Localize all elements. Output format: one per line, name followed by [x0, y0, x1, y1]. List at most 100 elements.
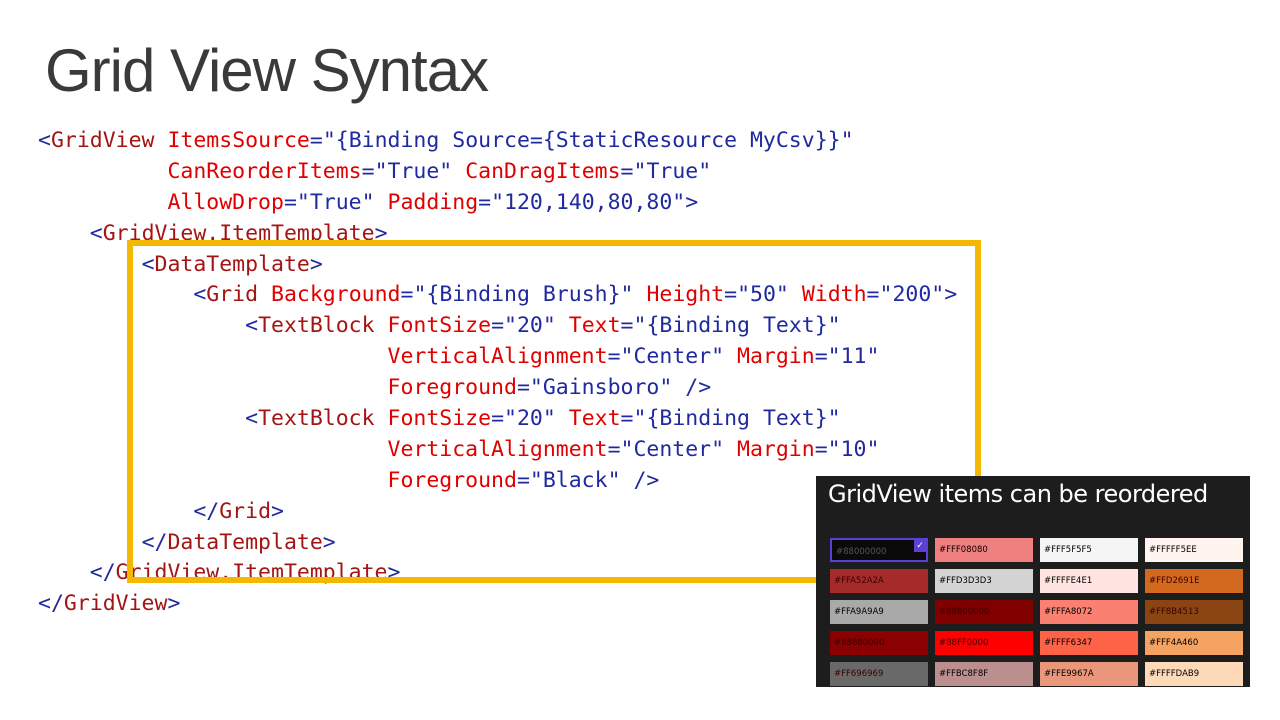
color-tile[interactable]: #FFFA8072 [1040, 600, 1138, 624]
code-element-name: Grid [219, 498, 272, 524]
code-indent [634, 282, 647, 307]
color-tile[interactable]: #FF8B4513 [1145, 600, 1243, 624]
color-tile[interactable]: #FFD2691E [1145, 569, 1243, 593]
code-attribute-value: "{Binding Text}" [633, 406, 841, 432]
color-tile[interactable]: #FF696969 [830, 662, 928, 686]
code-bracket: </ [89, 560, 116, 586]
color-tile[interactable]: #FFA9A9A9 [830, 600, 928, 624]
color-tile-label: #FF8B4513 [1149, 607, 1199, 617]
code-line: CanReorderItems="True" CanDragItems="Tru… [38, 157, 957, 188]
color-tile-label: #88FF0000 [939, 638, 989, 648]
code-element-name: TextBlock [258, 313, 375, 339]
code-equals-sign: = [478, 189, 492, 215]
code-attribute-name: Height [646, 282, 725, 308]
code-attribute-name: Background [271, 282, 401, 308]
code-indent [38, 499, 193, 524]
code-element-name: GridView.ItemTemplate [102, 220, 375, 246]
color-tile-label: #FFBC8F8F [939, 669, 989, 679]
code-attribute-value: "200" [879, 282, 945, 308]
color-tile[interactable]: #FFFFDAB9 [1145, 662, 1243, 686]
slide-title: Grid View Syntax [45, 37, 489, 104]
color-tile[interactable]: #FFFFE4E1 [1040, 569, 1138, 593]
code-indent [258, 282, 271, 307]
code-bracket: </ [193, 498, 220, 524]
code-line: <TextBlock FontSize="20" Text="{Binding … [38, 404, 957, 435]
code-equals-sign: = [620, 313, 634, 339]
code-indent [724, 344, 737, 369]
code-bracket: </ [141, 529, 168, 555]
color-tile[interactable]: #FFE9967A [1040, 662, 1138, 686]
code-equals-sign: = [516, 467, 530, 493]
code-equals-sign: = [361, 158, 375, 184]
code-line: Foreground="Gainsboro" /> [38, 373, 957, 404]
code-element-name: GridView [63, 591, 168, 617]
code-attribute-value: "True" [296, 189, 375, 215]
code-attribute-value: "Black" [529, 467, 621, 493]
code-indent [556, 406, 569, 431]
code-equals-sign: = [866, 282, 880, 308]
demo-title: GridView items can be reordered [828, 480, 1208, 508]
color-tile[interactable]: #FFF5F5F5 [1040, 538, 1138, 562]
code-attribute-name: Foreground [387, 375, 517, 401]
code-bracket: /> [633, 467, 660, 493]
code-attribute-value: "{Binding Text}" [633, 313, 841, 339]
code-bracket: > [387, 560, 401, 586]
code-attribute-name: Width [801, 282, 867, 308]
color-tile[interactable]: #88FF0000 [935, 631, 1033, 655]
code-element-name: TextBlock [258, 406, 375, 432]
code-attribute-name: VerticalAlignment [387, 344, 608, 370]
code-element-name: GridView [50, 128, 155, 153]
code-indent [38, 252, 142, 277]
code-attribute-name: ItemsSource [167, 128, 310, 153]
code-indent [724, 437, 737, 462]
color-tile[interactable]: #88800000 [935, 600, 1033, 624]
code-bracket: > [167, 591, 181, 617]
code-equals-sign: = [283, 189, 297, 215]
code-indent [38, 282, 193, 307]
code-equals-sign: = [607, 344, 621, 370]
code-bracket: > [374, 220, 388, 246]
code-bracket: /> [685, 375, 712, 401]
code-attribute-value: "10" [827, 436, 880, 462]
color-tile[interactable]: #88000000✓ [830, 538, 928, 562]
color-tile-label: #FFFFDAB9 [1149, 669, 1200, 679]
code-equals-sign: = [814, 344, 828, 370]
code-attribute-value: "11" [827, 344, 880, 370]
code-equals-sign: = [620, 406, 634, 432]
code-element-name: DataTemplate [167, 529, 323, 555]
color-tile-label: #FFE9967A [1044, 669, 1094, 679]
color-tile[interactable]: #FFBC8F8F [935, 662, 1033, 686]
code-bracket: > [271, 498, 284, 524]
color-tile[interactable]: #FFF08080 [935, 538, 1033, 562]
color-tile-label: #FFF5F5F5 [1044, 545, 1092, 555]
color-tile[interactable]: #FFA52A2A [830, 569, 928, 593]
code-bracket: < [89, 220, 103, 246]
code-attribute-value: "50" [737, 282, 789, 308]
color-tile-label: #FFD2691E [1149, 576, 1200, 586]
code-equals-sign: = [491, 406, 505, 432]
code-indent [38, 375, 388, 400]
color-tile-label: #FF696969 [834, 669, 884, 679]
code-indent [38, 560, 90, 585]
code-attribute-name: FontSize [387, 313, 492, 339]
color-tile[interactable]: #88880000 [830, 631, 928, 655]
code-attribute-value: "20" [504, 406, 556, 432]
code-equals-sign: = [516, 375, 530, 401]
code-indent [38, 159, 167, 184]
code-attribute-name: CanDragItems [465, 158, 621, 184]
code-attribute-name: CanReorderItems [167, 158, 362, 184]
code-attribute-name: Text [568, 313, 621, 339]
color-tile[interactable]: #FFD3D3D3 [935, 569, 1033, 593]
code-bracket: < [193, 282, 207, 308]
color-tile-label: #FFA52A2A [834, 576, 884, 586]
code-attribute-value: "120,140,80,80" [491, 189, 686, 215]
gridview-demo-panel: GridView items can be reordered #8800000… [816, 476, 1250, 687]
code-equals-sign: = [491, 313, 505, 339]
code-indent [789, 282, 802, 307]
code-line: </DataTemplate> [38, 528, 957, 559]
color-tile[interactable]: #FFFFF5EE [1145, 538, 1243, 562]
color-tile[interactable]: #FFF4A460 [1145, 631, 1243, 655]
color-tile[interactable]: #FFFF6347 [1040, 631, 1138, 655]
code-indent [556, 313, 569, 338]
code-equals-sign: = [400, 282, 414, 308]
